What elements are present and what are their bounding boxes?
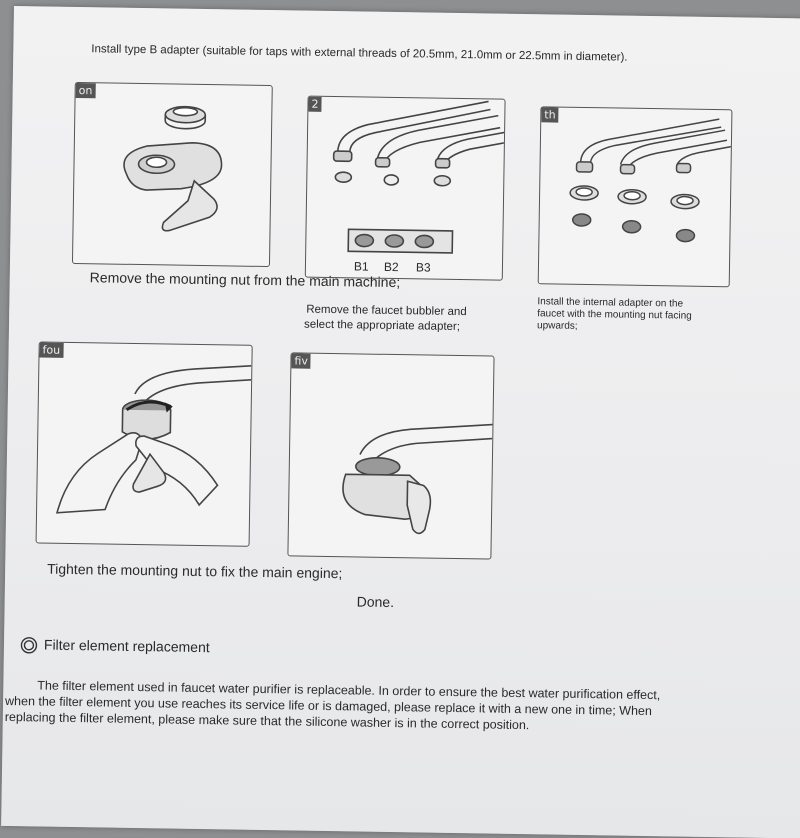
step-4-panel: fou — [35, 341, 253, 547]
installed-purifier-illustration — [342, 423, 493, 535]
step-3-panel: th — [537, 106, 733, 288]
faucet-adapters-illustration — [332, 100, 505, 254]
adapter-label-b3: B3 — [415, 260, 431, 275]
step-2-tag: 2 — [308, 96, 322, 112]
main-machine-illustration — [123, 105, 223, 232]
step-2-caption-line-2: select the appropriate adapter; — [303, 318, 461, 334]
step-1-tag: on — [75, 82, 96, 99]
step-1-panel: on — [71, 81, 273, 268]
step-3-tag: th — [541, 107, 559, 123]
step-5-tag: fiv — [291, 353, 312, 369]
double-circle-icon — [20, 636, 38, 654]
adapter-installation-illustration — [569, 118, 732, 243]
step-5-caption: Done. — [356, 593, 395, 611]
section-title: Filter element replacement — [43, 636, 210, 656]
step-2-panel: 2 B1 B2 B3 — [304, 95, 506, 281]
header-text: Install type B adapter (suitable for tap… — [91, 43, 628, 64]
step-4-caption: Tighten the mounting nut to fix the main… — [47, 560, 343, 582]
step-4-tag: fou — [39, 342, 64, 358]
instruction-sheet: Install type B adapter (suitable for tap… — [1, 6, 800, 838]
adapter-label-b2: B2 — [383, 259, 399, 275]
adapter-label-b1: B1 — [353, 259, 369, 274]
step-5-panel: fiv — [287, 352, 495, 560]
tighten-nut-illustration — [55, 364, 252, 514]
step-3-caption-line-3: upwards; — [536, 320, 578, 332]
